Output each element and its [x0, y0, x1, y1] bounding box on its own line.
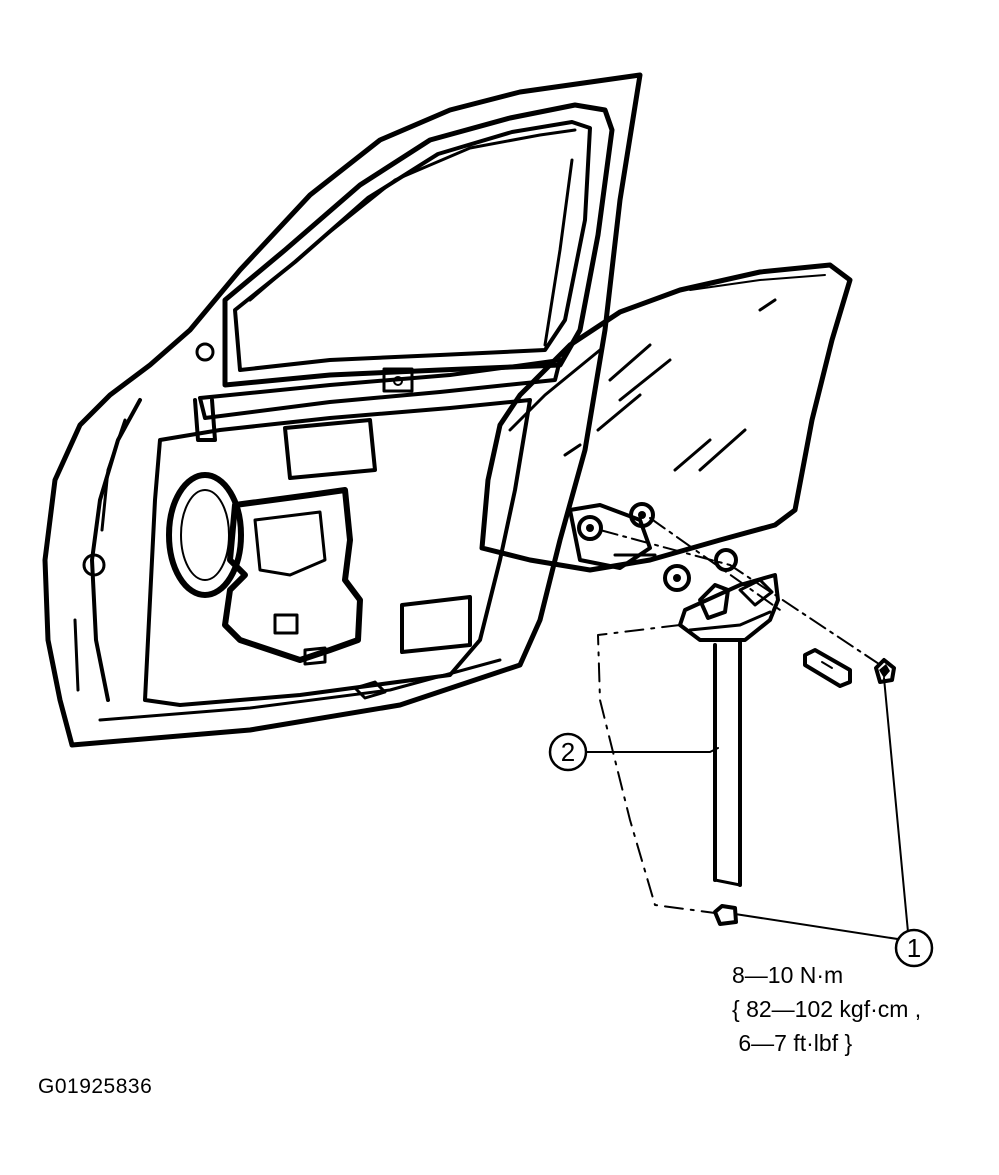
torque-line-kgf-cm: { 82—102 kgf·cm , [732, 996, 922, 1022]
figure-id: G01925836 [38, 1075, 153, 1098]
torque-line-ft-lbf: 6—7 ft·lbf } [732, 1030, 853, 1056]
window-glass [479, 262, 853, 573]
callout-2-number: 2 [561, 737, 575, 767]
torque-line-newton-meters: 8—10 N·m [732, 962, 844, 988]
callout-leaders [582, 677, 909, 941]
callout-2: 2 [548, 732, 588, 772]
callout-1: 1 [894, 928, 934, 968]
callout-1-number: 1 [907, 933, 921, 963]
torque-specification: 8—10 N·m { 82—102 kgf·cm , 6—7 ft·lbf } [732, 958, 921, 1060]
regulator-hardware [577, 502, 896, 926]
door-shell [42, 72, 643, 748]
